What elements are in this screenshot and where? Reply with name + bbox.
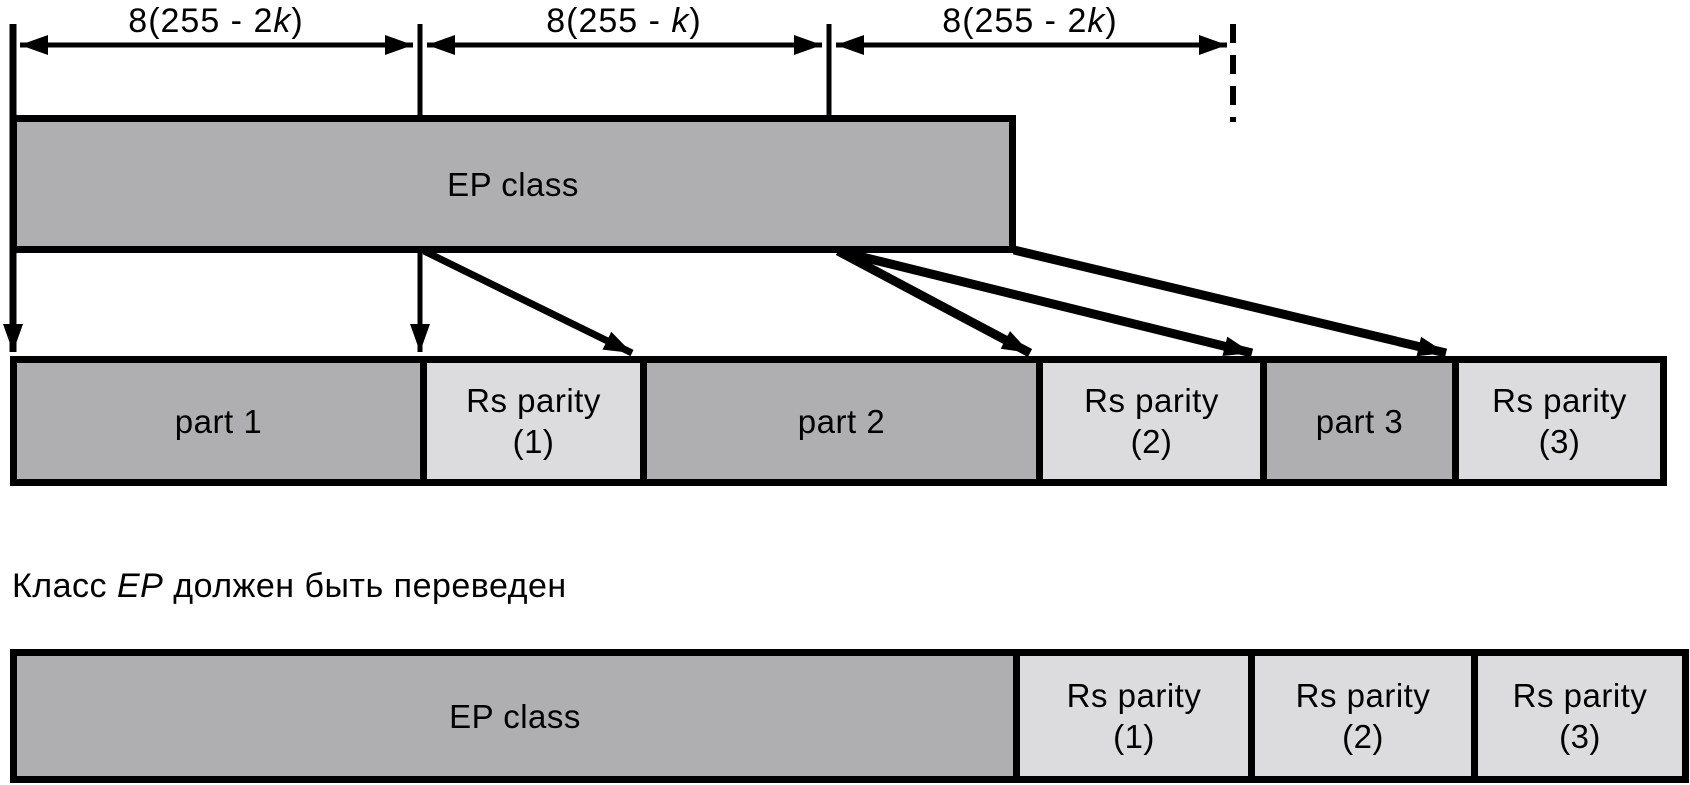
rs-parity-1-box: Rs parity (1): [420, 356, 647, 486]
dimension-label-2-text: 8(255 -: [546, 2, 672, 40]
dimension-label-2: 8(255 - k): [424, 1, 824, 41]
ep-class-box: EP class: [10, 115, 1016, 253]
dimension-label-3-text: 8(255 - 2: [942, 2, 1088, 40]
map-arrow-part3-start: [836, 246, 1254, 358]
final-rs-parity-2-label-line2: (2): [1342, 718, 1384, 755]
caption-pre: Класс: [12, 567, 117, 605]
part-3-label: part 3: [1315, 402, 1404, 440]
map-arrow-part3-end: [1012, 245, 1448, 358]
final-rs-parity-1-label-line1: Rs parity: [1066, 677, 1202, 714]
dimension-label-3-variable: k: [1087, 2, 1106, 40]
final-rs-parity-1-box: Rs parity (1): [1013, 649, 1255, 783]
map-arrow-part2-start: [422, 247, 634, 357]
dimension-label-3-close: ): [1105, 2, 1118, 40]
rs-parity-1-label-line1: Rs parity: [466, 382, 601, 419]
rs-parity-3-label-line2: (3): [1538, 423, 1581, 460]
final-rs-parity-3-label-line1: Rs parity: [1512, 677, 1648, 714]
final-rs-parity-2-label-line1: Rs parity: [1295, 677, 1431, 714]
rs-parity-2-label-line2: (2): [1130, 423, 1173, 460]
map-arrow-part2-end: [835, 247, 1033, 357]
rs-parity-3-label-line1: Rs parity: [1492, 382, 1627, 419]
caption-italic: EP: [117, 567, 164, 605]
final-rs-parity-2-box: Rs parity (2): [1248, 649, 1478, 783]
part-2-box: part 2: [640, 356, 1043, 486]
dimension-label-1-variable: k: [273, 2, 292, 40]
final-rs-parity-3-box: Rs parity (3): [1471, 649, 1689, 783]
caption-text: Класс EP должен быть переведен: [12, 566, 567, 606]
final-ep-class-label: EP class: [449, 697, 581, 735]
part-1-box: part 1: [10, 356, 427, 486]
final-rs-parity-1-label-line2: (1): [1113, 718, 1155, 755]
rs-parity-1-label-line2: (1): [512, 423, 555, 460]
rs-parity-2-box: Rs parity (2): [1036, 356, 1267, 486]
dimension-label-2-variable: k: [671, 2, 690, 40]
dimension-label-3: 8(255 - 2k): [830, 1, 1230, 41]
final-ep-class-box: EP class: [10, 649, 1020, 783]
rs-parity-2-label-line1: Rs parity: [1084, 382, 1219, 419]
dimension-label-1: 8(255 - 2k): [16, 1, 416, 41]
ep-class-box-label: EP class: [447, 165, 579, 203]
dimension-label-1-close: ): [291, 2, 304, 40]
dimension-label-1-text: 8(255 - 2: [128, 2, 274, 40]
caption-post: должен быть переведен: [163, 567, 567, 605]
part-1-label: part 1: [174, 402, 263, 440]
final-rs-parity-3-label-line2: (3): [1559, 718, 1601, 755]
dimension-label-2-close: ): [689, 2, 702, 40]
part-2-label: part 2: [797, 402, 886, 440]
part-3-box: part 3: [1260, 356, 1459, 486]
rs-parity-3-box: Rs parity (3): [1452, 356, 1667, 486]
